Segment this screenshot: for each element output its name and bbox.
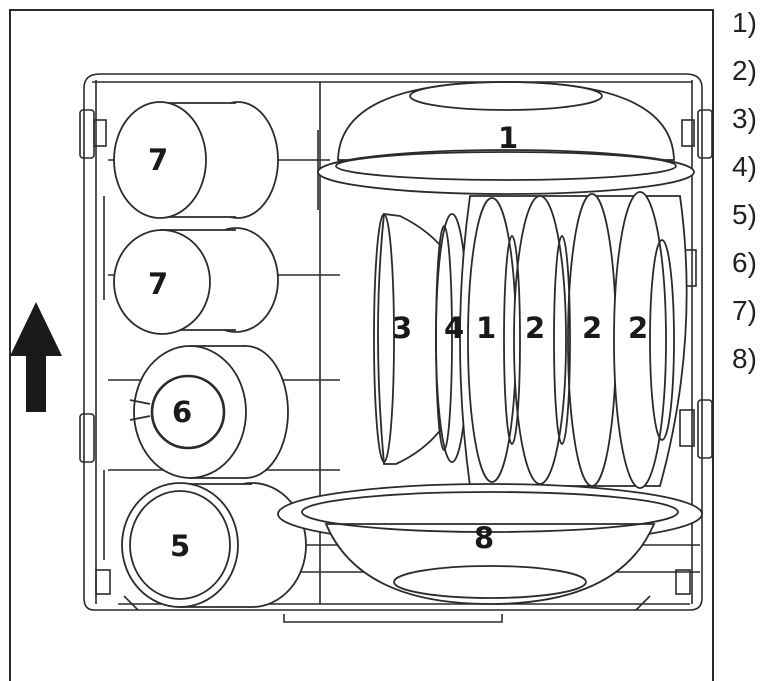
- legend-marker: 2): [732, 55, 757, 86]
- callout-bowl-side: 3: [392, 311, 412, 345]
- serving-dish: [277, 483, 703, 605]
- callout-pot-large: 5: [170, 529, 190, 563]
- legend-marker: 7): [732, 295, 757, 326]
- legend-marker: 3): [732, 103, 757, 134]
- callout-plate-upright-1: 1: [476, 311, 496, 345]
- callout-bowl-top: 1: [498, 121, 518, 155]
- legend-marker: 6): [732, 247, 757, 278]
- bowl-top: [317, 81, 695, 195]
- mug-upper: [113, 101, 279, 219]
- callout-plates-2a: 2: [525, 311, 545, 345]
- legend-marker: 5): [732, 199, 757, 230]
- callout-plates-2b: 2: [582, 311, 602, 345]
- legend-list: 1) 2) 3) 4) 5) 6) 7) 8): [732, 8, 757, 392]
- callout-serving-dish: 8: [474, 521, 494, 555]
- mug-middle: [113, 227, 279, 335]
- legend-marker: 4): [732, 151, 757, 182]
- pot-large: [121, 482, 307, 608]
- legend-marker: 8): [732, 343, 757, 374]
- load-direction-arrow-icon: [10, 302, 62, 412]
- upright-plates: [459, 191, 688, 489]
- callout-saucer: 4: [444, 311, 464, 345]
- cabinet-outline: [9, 9, 714, 681]
- callout-mug-middle: 7: [148, 267, 168, 301]
- legend-marker: 1): [732, 7, 757, 38]
- callout-plates-2c: 2: [628, 311, 648, 345]
- callout-mug-upper: 7: [148, 143, 168, 177]
- callout-pot-small: 6: [172, 395, 192, 429]
- pot-small: [129, 345, 289, 479]
